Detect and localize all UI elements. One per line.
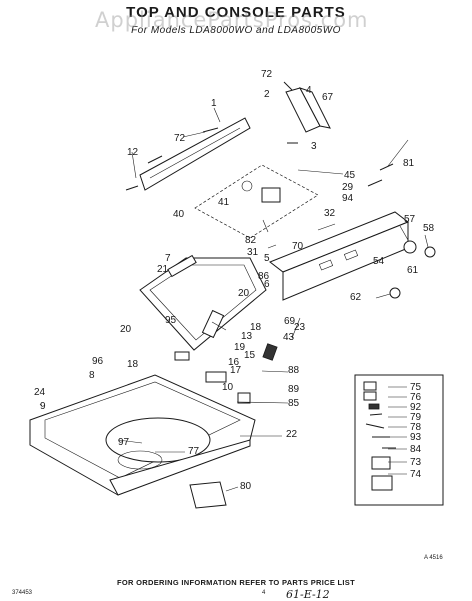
dashed-console-outline bbox=[194, 164, 319, 239]
inset-callout-84: 84 bbox=[410, 444, 422, 455]
callout-3: 3 bbox=[311, 141, 317, 152]
trim-piece bbox=[189, 481, 227, 509]
callout-21: 21 bbox=[157, 264, 169, 275]
timer-block bbox=[261, 187, 281, 203]
callout-72: 72 bbox=[261, 69, 273, 80]
switch-parts bbox=[174, 309, 278, 404]
callout-16: 16 bbox=[228, 357, 240, 368]
knob bbox=[403, 240, 417, 254]
inset-callout-93: 93 bbox=[410, 432, 422, 443]
callout-8: 8 bbox=[89, 370, 95, 381]
callout-58: 58 bbox=[423, 223, 435, 234]
callout-81: 81 bbox=[403, 158, 415, 169]
callout-67: 67 bbox=[322, 92, 334, 103]
callout-31: 31 bbox=[247, 247, 259, 258]
callout-29: 29 bbox=[342, 182, 354, 193]
callout-97: 97 bbox=[118, 437, 130, 448]
callout-69: 69 bbox=[284, 316, 296, 327]
page-title: TOP AND CONSOLE PARTS bbox=[126, 4, 346, 21]
handwritten-note: 61-E-12 bbox=[286, 588, 330, 601]
back-panel bbox=[139, 117, 251, 191]
inset-callout-92: 92 bbox=[410, 402, 422, 413]
page-number: 4 bbox=[262, 590, 266, 596]
parts-inset bbox=[354, 374, 444, 506]
callout-20: 20 bbox=[238, 288, 250, 299]
callout-1: 1 bbox=[211, 98, 217, 109]
callout-72: 72 bbox=[174, 133, 186, 144]
callout-95: 95 bbox=[165, 315, 177, 326]
callout-13: 13 bbox=[241, 331, 253, 342]
callout-2: 2 bbox=[264, 89, 270, 100]
callout-4: 4 bbox=[306, 85, 312, 96]
callout-77: 77 bbox=[188, 446, 200, 457]
leader-lines bbox=[39, 107, 429, 492]
callout-45: 45 bbox=[344, 170, 356, 181]
model-subtitle: For Models LDA8000WO and LDA8005WO bbox=[131, 25, 341, 36]
callout-62: 62 bbox=[350, 292, 362, 303]
callout-80: 80 bbox=[240, 481, 252, 492]
inset-callout-73: 73 bbox=[410, 457, 422, 468]
callout-19: 19 bbox=[234, 342, 246, 353]
callout-18: 18 bbox=[127, 359, 139, 370]
callout-57: 57 bbox=[404, 214, 416, 225]
callout-82: 82 bbox=[245, 235, 257, 246]
inset-callout-78: 78 bbox=[410, 422, 422, 433]
ordering-note: FOR ORDERING INFORMATION REFER TO PARTS … bbox=[117, 578, 355, 587]
callout-41: 41 bbox=[218, 197, 230, 208]
callout-17: 17 bbox=[230, 365, 242, 376]
callout-6: 6 bbox=[264, 279, 270, 290]
callout-12: 12 bbox=[127, 147, 139, 158]
callout-22: 22 bbox=[286, 429, 298, 440]
callout-70: 70 bbox=[292, 241, 304, 252]
callout-32: 32 bbox=[324, 208, 336, 219]
inset-callout-74: 74 bbox=[410, 469, 422, 480]
callout-7: 7 bbox=[165, 253, 171, 264]
callout-94: 94 bbox=[342, 193, 354, 204]
figure-reference: A 4516 bbox=[424, 555, 443, 561]
knob-cap bbox=[424, 246, 436, 258]
inset-callout-75: 75 bbox=[410, 382, 422, 393]
callout-9: 9 bbox=[40, 401, 46, 412]
callout-18: 18 bbox=[250, 322, 262, 333]
inset-callout-79: 79 bbox=[410, 412, 422, 423]
callout-61: 61 bbox=[407, 265, 419, 276]
callout-40: 40 bbox=[173, 209, 185, 220]
callout-88: 88 bbox=[288, 365, 300, 376]
callout-54: 54 bbox=[373, 256, 385, 267]
inset-parts bbox=[363, 381, 396, 491]
knob-small bbox=[389, 287, 401, 299]
callout-43: 43 bbox=[283, 332, 295, 343]
document-number: 374453 bbox=[12, 590, 33, 596]
callout-5: 5 bbox=[264, 253, 270, 264]
inset-callout-76: 76 bbox=[410, 392, 422, 403]
callout-86: 86 bbox=[258, 271, 270, 282]
callout-10: 10 bbox=[222, 382, 234, 393]
callout-24: 24 bbox=[34, 387, 46, 398]
callout-20: 20 bbox=[120, 324, 132, 335]
callout-85: 85 bbox=[288, 398, 300, 409]
tub-opening bbox=[105, 417, 211, 463]
callout-89: 89 bbox=[288, 384, 300, 395]
callout-23: 23 bbox=[294, 322, 306, 333]
callout-96: 96 bbox=[92, 356, 104, 367]
screw-set bbox=[125, 81, 394, 191]
callout-15: 15 bbox=[244, 350, 256, 361]
